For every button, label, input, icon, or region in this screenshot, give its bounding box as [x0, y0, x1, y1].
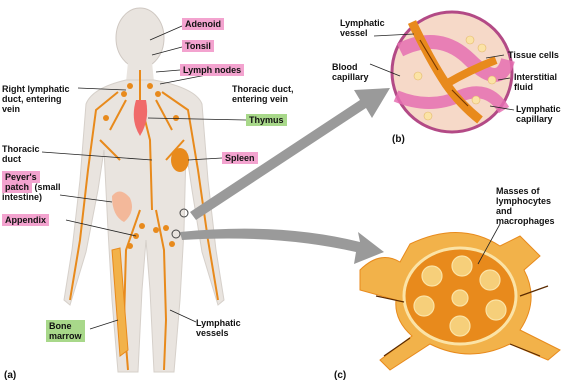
label-right-lymphatic-duct: Right lymphatic duct, entering vein	[2, 84, 70, 114]
panel-label-a: (a)	[4, 370, 16, 381]
label-lymphatic-capillary-line1: Lymphatic	[516, 104, 561, 114]
label-thymus: Thymus	[246, 114, 287, 126]
label-right-lymphatic-duct-line3: vein	[2, 104, 70, 114]
label-peyers-patch-line3: (small	[35, 182, 61, 192]
label-bone-marrow-line2: marrow	[49, 331, 82, 341]
label-tissue-cells: Tissue cells	[508, 50, 559, 60]
label-masses-line4: macrophages	[496, 216, 555, 226]
arrow-to-panel-b	[190, 88, 390, 220]
label-spleen: Spleen	[222, 152, 258, 164]
panel-label-b: (b)	[392, 134, 405, 145]
label-tonsil: Tonsil	[182, 40, 214, 52]
label-bone-marrow: Bone marrow	[46, 320, 85, 342]
label-lymphatic-capillary: Lymphatic capillary	[516, 104, 561, 124]
label-blood-capillary-line2: capillary	[332, 72, 369, 82]
label-lymphatic-vessels: Lymphatic vessels	[196, 318, 241, 338]
label-masses-line3: and	[496, 206, 555, 216]
label-thoracic-duct: Thoracic duct	[2, 144, 40, 164]
label-right-lymphatic-duct-line2: duct, entering	[2, 94, 70, 104]
label-masses-of-lymphocytes: Masses of lymphocytes and macrophages	[496, 186, 555, 226]
label-lymph-nodes: Lymph nodes	[180, 64, 244, 76]
label-thoracic-duct-line2: duct	[2, 154, 40, 164]
label-thoracic-duct-vein-line2: entering vein	[232, 94, 294, 104]
label-appendix: Appendix	[2, 214, 49, 226]
label-blood-capillary: Blood capillary	[332, 62, 369, 82]
label-bone-marrow-line1: Bone	[49, 321, 82, 331]
panel-label-c: (c)	[334, 370, 346, 381]
spleen-organ	[171, 148, 189, 172]
label-interstitial-fluid-line2: fluid	[514, 82, 557, 92]
label-blood-capillary-line1: Blood	[332, 62, 369, 72]
label-interstitial-fluid-line1: Interstitial	[514, 72, 557, 82]
label-thoracic-duct-line1: Thoracic	[2, 144, 40, 154]
lymph-node-cross-section	[360, 232, 560, 370]
label-peyers-patch: Peyer's patch (small intestine)	[2, 172, 61, 202]
label-lymphatic-vessels-line2: vessels	[196, 328, 241, 338]
label-thoracic-duct-vein-line1: Thoracic duct,	[232, 84, 294, 94]
label-lymphatic-vessel-line1: Lymphatic	[340, 18, 385, 28]
label-lymphatic-vessel: Lymphatic vessel	[340, 18, 385, 38]
label-interstitial-fluid: Interstitial fluid	[514, 72, 557, 92]
label-masses-line1: Masses of	[496, 186, 555, 196]
label-thoracic-duct-entering-vein: Thoracic duct, entering vein	[232, 84, 294, 104]
label-lymphatic-vessel-line2: vessel	[340, 28, 385, 38]
label-lymphatic-vessels-line1: Lymphatic	[196, 318, 241, 328]
label-right-lymphatic-duct-line1: Right lymphatic	[2, 84, 70, 94]
capillary-magnified-view	[392, 12, 512, 132]
label-lymphatic-capillary-line2: capillary	[516, 114, 561, 124]
label-peyers-patch-line4: intestine)	[2, 192, 61, 202]
label-adenoid: Adenoid	[182, 18, 224, 30]
label-masses-line2: lymphocytes	[496, 196, 555, 206]
